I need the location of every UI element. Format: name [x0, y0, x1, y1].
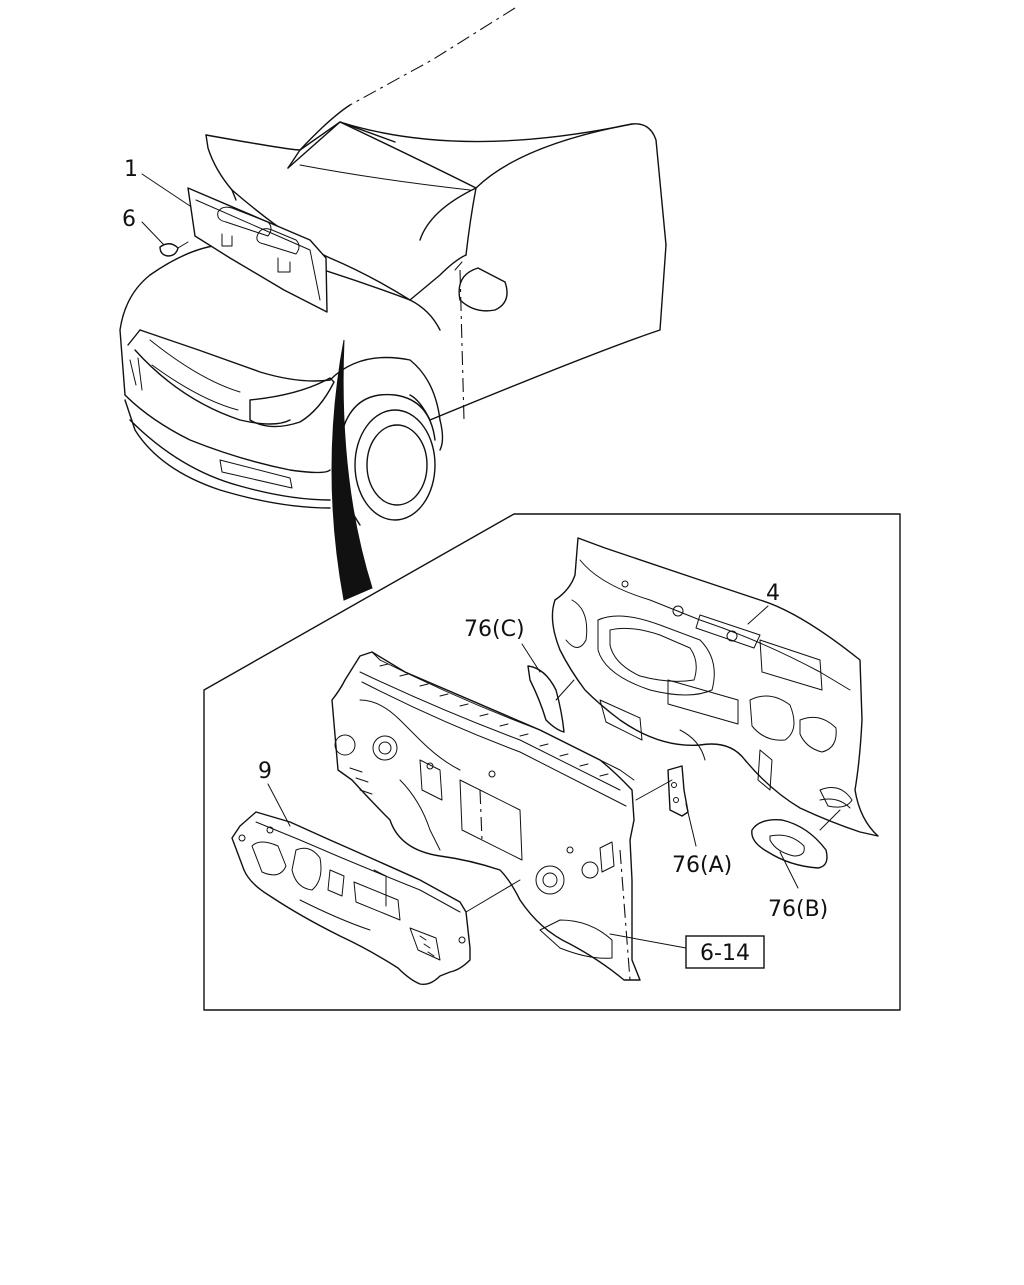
dash-panel [331, 651, 641, 981]
reference-label: 6-14 [700, 941, 750, 966]
callout-4: 4 [766, 581, 780, 606]
callout-76a: 76(A) [672, 853, 732, 878]
patch-b [751, 819, 828, 869]
reference-box [685, 935, 765, 969]
callout-76b: 76(B) [768, 897, 828, 922]
callout-6: 6 [122, 207, 136, 232]
callout-76c: 76(C) [464, 617, 525, 642]
vehicle-illustration [119, 7, 667, 526]
callout-9: 9 [258, 759, 272, 784]
locator-arrow [331, 339, 373, 601]
patch-a [667, 765, 689, 817]
detail-frame [203, 513, 901, 1011]
callout-1: 1 [124, 157, 138, 182]
dash-insulator-inner [231, 811, 471, 986]
dash-insulator-outer [551, 537, 879, 837]
patch-c [527, 665, 565, 733]
leader-lines [141, 173, 841, 949]
